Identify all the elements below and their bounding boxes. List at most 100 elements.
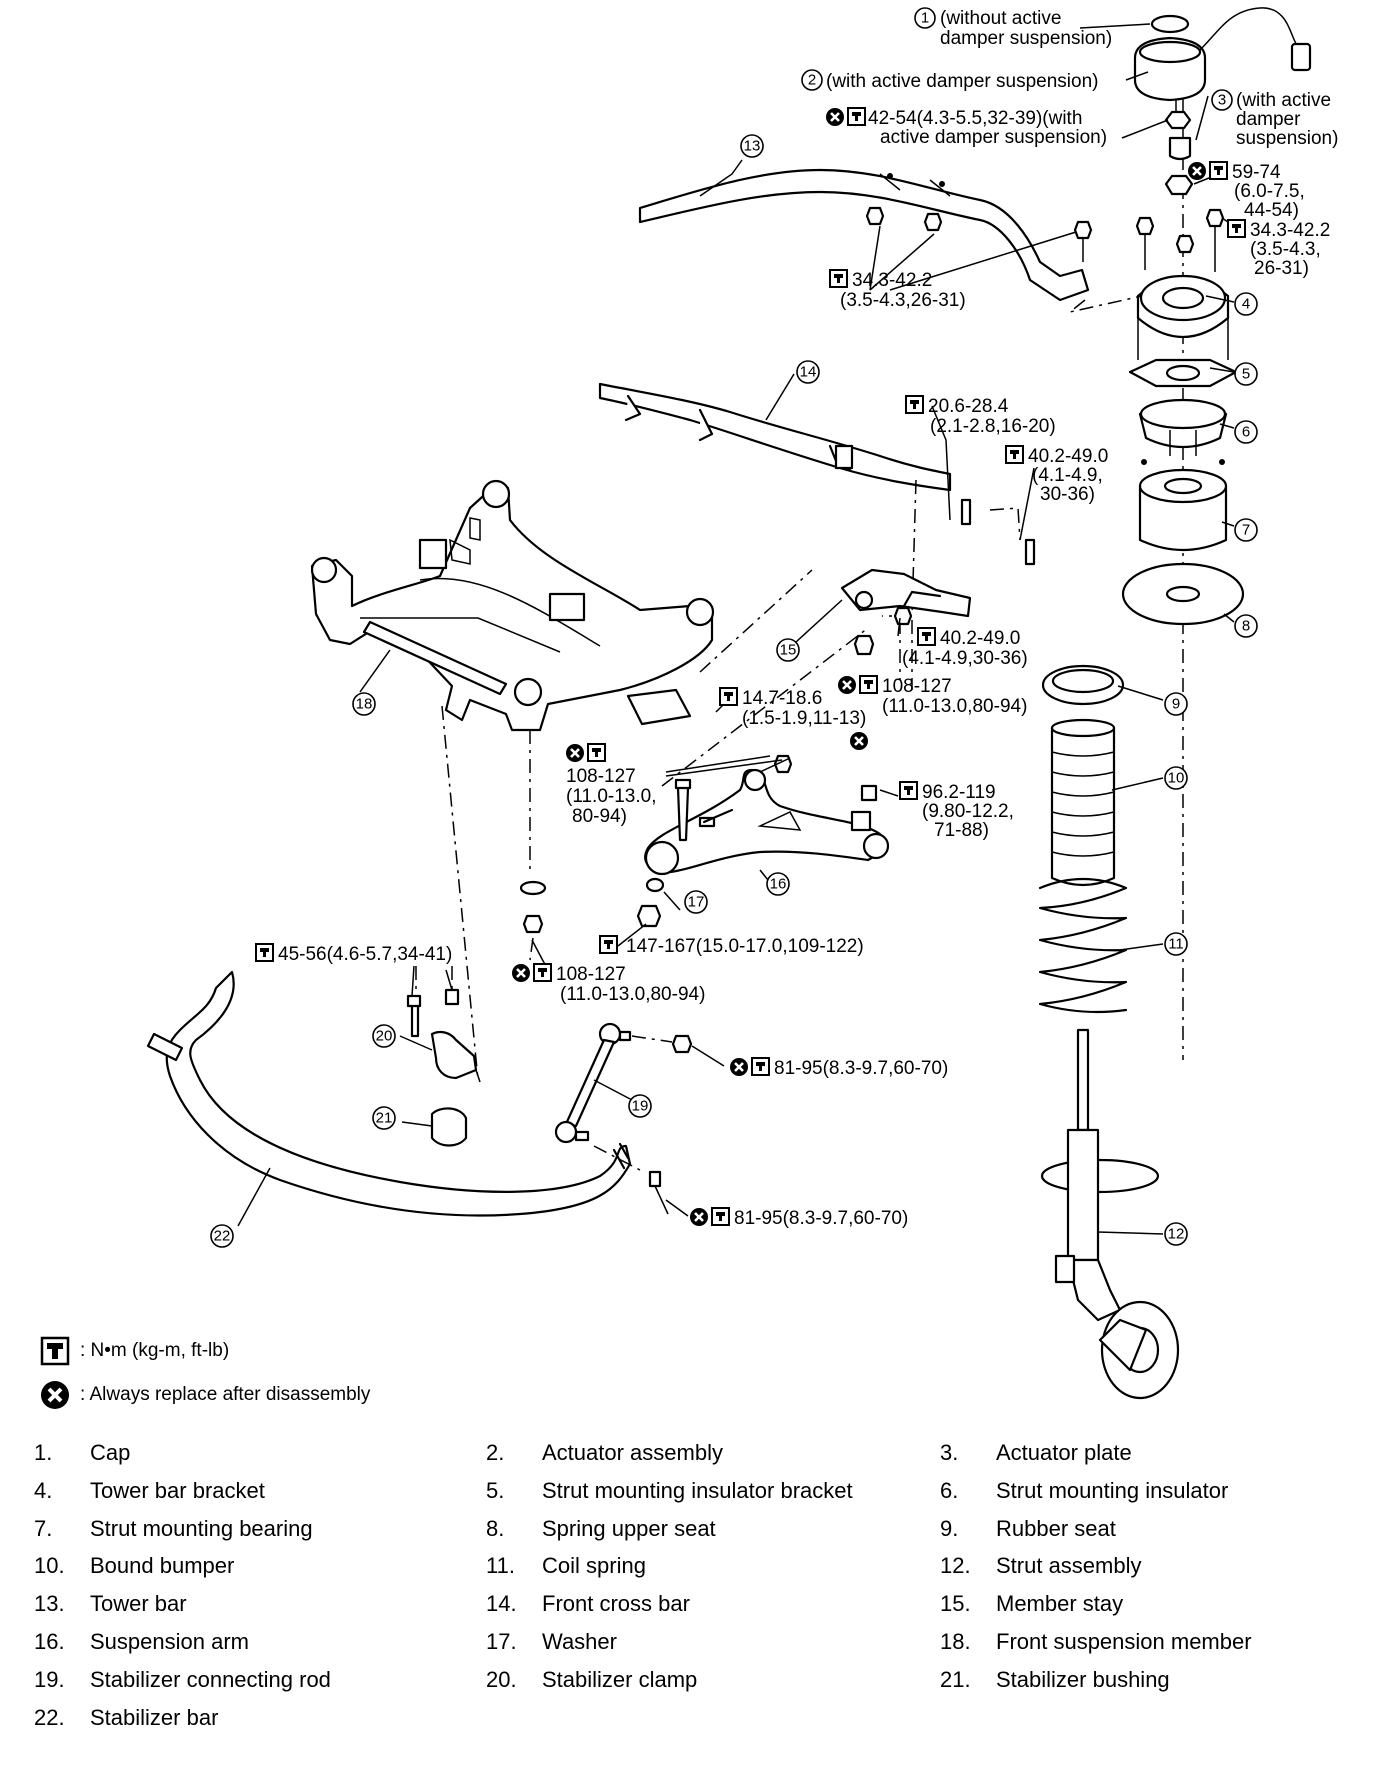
torque-wrench-icon xyxy=(1005,445,1024,464)
torque-wrench-icon xyxy=(711,1207,730,1226)
callout-2-text: (with active damper suspension) xyxy=(826,71,1098,92)
parts-list-item: 19. Stabilizer connecting rod xyxy=(34,1667,331,1693)
part-number: 7. xyxy=(34,1515,53,1541)
callout-9: 9 xyxy=(1164,692,1188,716)
number-callouts: 1 2 3 4 5 6 7 8 9 10 11 12 13 14 15 16 1… xyxy=(210,7,1258,1248)
cap-part xyxy=(1150,14,1190,34)
strut-mounting-insulator-bracket-part xyxy=(1128,358,1238,388)
torque-wrench-icon xyxy=(587,743,606,762)
replace-x-icon xyxy=(1186,160,1208,182)
replace-x-icon xyxy=(510,962,532,984)
part-number: 12. xyxy=(940,1553,971,1579)
part-number: 21. xyxy=(940,1666,971,1692)
svg-text:1: 1 xyxy=(921,10,929,27)
part-name: Stabilizer bar xyxy=(90,1704,219,1730)
legend-replace: : Always replace after disassembly xyxy=(40,1380,370,1410)
svg-text:20: 20 xyxy=(376,1028,393,1045)
svg-text:12: 12 xyxy=(1168,1226,1185,1243)
svg-text:7: 7 xyxy=(1242,522,1250,539)
torque-40-b-text: 40.2-49.0(4.1-4.9,30-36) xyxy=(902,628,1028,669)
replace-x-icon xyxy=(41,1381,69,1409)
torque-34-b-text: 34.3-42.2(3.5-4.3,26-31) xyxy=(840,270,966,311)
part-number: 20. xyxy=(486,1666,517,1692)
replace-x-icon xyxy=(728,1056,750,1078)
part-number: 2. xyxy=(486,1440,505,1465)
legend-torque-text: : N•m (kg-m, ft-lb) xyxy=(80,1340,230,1361)
callout-22: 22 xyxy=(210,1224,234,1248)
replace-x-icon xyxy=(688,1206,710,1228)
torque-147-text: 147-167(15.0-17.0,109-122) xyxy=(626,936,864,957)
svg-text:17: 17 xyxy=(688,894,705,911)
torque-45-text: 45-56(4.6-5.7,34-41) xyxy=(278,944,452,965)
part-name: Stabilizer connecting rod xyxy=(90,1666,331,1692)
svg-text:19: 19 xyxy=(632,1098,649,1115)
part-number: 5. xyxy=(486,1477,505,1503)
callout-6: 6 xyxy=(1234,420,1258,444)
svg-text:2: 2 xyxy=(808,72,816,89)
part-number: 18. xyxy=(940,1629,971,1654)
parts-list-item: 22. Stabilizer bar xyxy=(34,1705,218,1731)
replace-x-icon xyxy=(836,674,858,696)
parts-list-item: 7. Strut mounting bearing xyxy=(34,1516,313,1542)
part-name: Coil spring xyxy=(542,1553,646,1579)
torque-wrench-icon xyxy=(829,269,848,288)
part-number: 4. xyxy=(34,1477,53,1503)
torque-wrench-icon xyxy=(533,963,552,982)
parts-list-item: 12.Strut assembly xyxy=(940,1553,1142,1579)
torque-108-a-text: 108-127(11.0-13.0,80-94) xyxy=(882,676,1027,717)
part-number: 8. xyxy=(486,1515,505,1541)
part-name: Actuator assembly xyxy=(542,1440,723,1465)
parts-list-item: 5. Strut mounting insulator bracket xyxy=(486,1478,853,1504)
front-suspension-member-part xyxy=(310,479,715,732)
stabilizer-clamp-part xyxy=(406,988,478,1080)
strut-assembly-part xyxy=(1040,1028,1180,1400)
parts-list-item: 21. Stabilizer bushing xyxy=(940,1667,1170,1693)
torque-wrench-icon xyxy=(859,675,878,694)
part-number: 17. xyxy=(486,1629,517,1654)
part-name: Front suspension member xyxy=(996,1629,1252,1654)
callout-4: 4 xyxy=(1234,292,1258,316)
part-number: 13. xyxy=(34,1591,65,1617)
part-number: 22. xyxy=(34,1704,65,1730)
callout-5: 5 xyxy=(1234,362,1258,386)
actuator-plate-part xyxy=(1164,110,1194,196)
part-number: 11. xyxy=(486,1553,515,1579)
callout-14: 14 xyxy=(796,360,820,384)
part-number: 15. xyxy=(940,1591,971,1617)
torque-14-7-text: 14.7-18.6(1.5-1.9,11-13) xyxy=(742,688,866,729)
part-name: Strut mounting bearing xyxy=(90,1515,313,1541)
parts-list-item: 2. Actuator assembly xyxy=(486,1440,723,1466)
part-name: Front cross bar xyxy=(542,1591,690,1617)
callout-11: 11 xyxy=(1164,932,1188,956)
svg-text:4: 4 xyxy=(1242,296,1250,313)
torque-wrench-icon xyxy=(599,935,618,954)
front-cross-bar-part xyxy=(598,382,952,492)
part-number: 3. xyxy=(940,1440,959,1465)
parts-list-item: 9.Rubber seat xyxy=(940,1516,1116,1542)
torque-81-b-text: 81-95(8.3-9.7,60-70) xyxy=(734,1208,908,1229)
svg-text:18: 18 xyxy=(356,696,373,713)
part-name: Strut mounting insulator xyxy=(996,1477,1229,1503)
part-name: Bound bumper xyxy=(90,1553,235,1579)
part-name: Stabilizer clamp xyxy=(542,1666,698,1692)
callout-2: 2 xyxy=(801,69,823,91)
torque-81-a-text: 81-95(8.3-9.7,60-70) xyxy=(774,1058,948,1079)
callout-3: 3 xyxy=(1211,89,1233,111)
part-number: 1. xyxy=(34,1440,53,1465)
part-name: Strut mounting insulator bracket xyxy=(542,1477,853,1503)
parts-list-item: 10.Bound bumper xyxy=(34,1553,234,1579)
stabilizer-connecting-rod-part xyxy=(554,1022,632,1144)
bound-bumper-part xyxy=(1050,718,1116,887)
svg-text:8: 8 xyxy=(1242,618,1250,635)
suspension-exploded-diagram: 1 2 3 4 5 6 7 8 9 10 11 12 13 14 15 16 1… xyxy=(146,7,1338,1400)
part-name: Stabilizer bushing xyxy=(996,1666,1170,1692)
part-name: Tower bar xyxy=(90,1591,187,1617)
part-name: Spring upper seat xyxy=(542,1515,716,1541)
tower-bar-part xyxy=(638,168,1093,302)
svg-text:11: 11 xyxy=(1168,936,1184,953)
part-number: 19. xyxy=(34,1666,65,1692)
part-name: Actuator plate xyxy=(996,1440,1132,1465)
torque-wrench-icon xyxy=(905,395,924,414)
parts-list-item: 18. Front suspension member xyxy=(940,1629,1252,1655)
torque-wrench-icon xyxy=(847,107,866,126)
